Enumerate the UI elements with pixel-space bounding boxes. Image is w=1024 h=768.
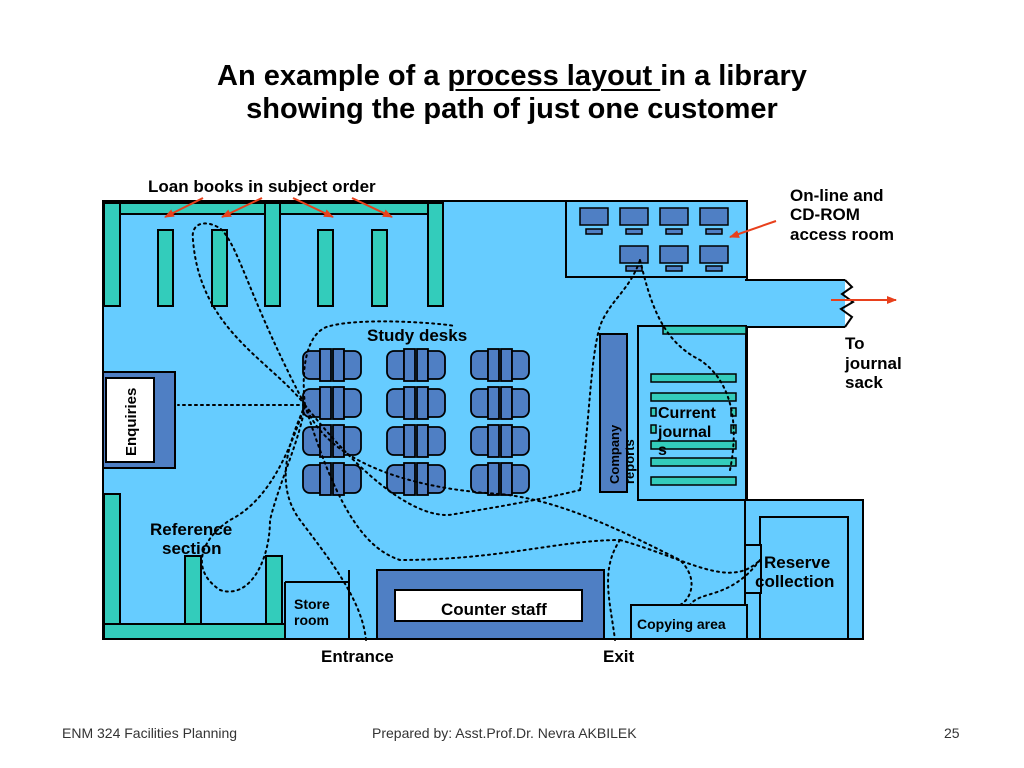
label-reserve: Reserve — [764, 553, 830, 572]
label-sack: sack — [845, 373, 883, 392]
title-highlight: process layout — [447, 60, 661, 92]
reserve-room-inner — [759, 516, 849, 640]
label-journal-2: journal — [657, 424, 711, 441]
journal-racks — [650, 373, 737, 486]
label-to: To — [845, 334, 865, 353]
title-line-1: An example of a process layout in a libr… — [0, 60, 1024, 93]
counter-staff-box — [394, 589, 583, 622]
footer-course: ENM 324 Facilities Planning — [62, 725, 238, 741]
shelf-6 — [427, 202, 444, 307]
customer-path — [177, 222, 761, 641]
online-room-arrow — [729, 220, 777, 238]
label-journals-s: s — [658, 442, 667, 459]
shelf-left-upper — [103, 202, 121, 307]
study-desks — [302, 348, 530, 496]
shelf-3 — [264, 202, 281, 307]
title-prefix: An example of a — [217, 60, 448, 92]
label-counter-staff: Counter staff — [441, 600, 547, 619]
label-reference: Reference — [150, 520, 232, 539]
shelf-1 — [157, 229, 174, 307]
label-copying-area: Copying area — [637, 616, 726, 632]
title-suffix: in a library — [660, 60, 807, 92]
label-collection: collection — [755, 572, 834, 591]
shelf-5 — [371, 229, 388, 307]
label-reports: reports — [622, 439, 637, 484]
footer-author: Prepared by: Asst.Prof.Dr. Nevra AKBILEK — [372, 725, 637, 741]
ref-shelf-left — [103, 493, 121, 625]
label-entrance: Entrance — [321, 647, 394, 666]
loan-books-arrows — [164, 197, 393, 218]
label-store: Store — [294, 596, 330, 612]
ref-shelf-2 — [265, 555, 283, 625]
label-enquiries: Enquiries — [123, 388, 140, 456]
journal-passage — [745, 280, 845, 327]
label-online-1: On-line and — [790, 186, 884, 205]
label-room: room — [294, 612, 329, 628]
label-exit: Exit — [603, 647, 635, 666]
label-online-2: CD-ROM — [790, 205, 860, 224]
computer-terminals — [579, 207, 729, 272]
label-company: Company — [607, 424, 622, 484]
label-online-3: access room — [790, 225, 894, 244]
shelf-4 — [317, 229, 334, 307]
label-journal: journal — [844, 354, 902, 373]
title-line-2: showing the path of just one customer — [246, 93, 778, 125]
enquiries-box — [105, 377, 155, 463]
company-reports-shelf — [599, 333, 628, 493]
label-section: section — [162, 539, 222, 558]
label-current: Current — [658, 405, 716, 422]
label-loan-books: Loan books in subject order — [148, 177, 376, 196]
label-study-desks: Study desks — [367, 326, 467, 345]
footer-page-number: 25 — [944, 725, 960, 741]
ref-shelf-1 — [184, 555, 202, 625]
shelf-2 — [211, 229, 228, 307]
journal-break-line — [839, 279, 855, 328]
ref-shelf-bottom — [103, 623, 286, 640]
